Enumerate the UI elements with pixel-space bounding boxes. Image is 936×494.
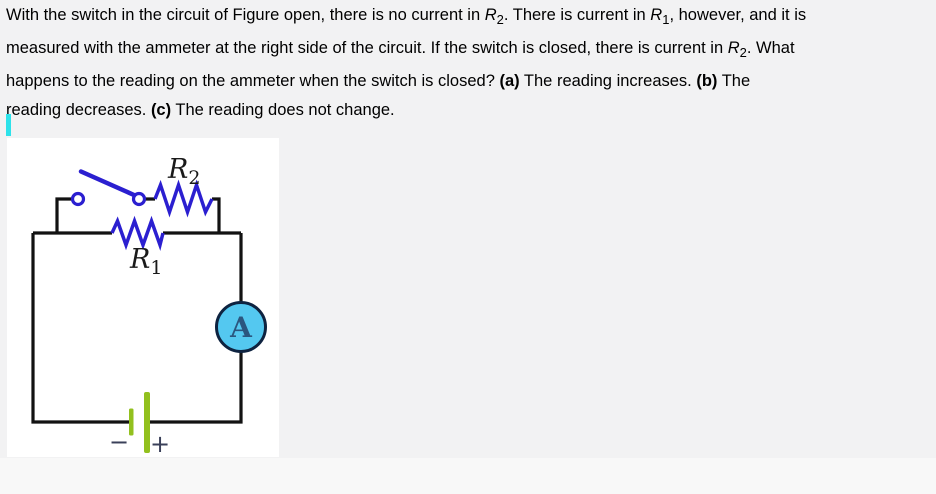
- text-cursor: [6, 114, 11, 136]
- answer-option-label: (a): [499, 72, 520, 90]
- math-variable: R1: [650, 6, 670, 27]
- answer-option-label: (b): [696, 72, 718, 90]
- problem-text-segment: measured with the ammeter at the right s…: [6, 39, 728, 57]
- problem-text-segment: The reading increases.: [519, 72, 697, 90]
- branch-wires: [55, 197, 221, 233]
- problem-text-segment: happens to the reading on the ammeter wh…: [6, 72, 500, 90]
- ammeter-body: [215, 301, 267, 353]
- problem-text-segment: With the switch in the circuit of Figure…: [6, 6, 485, 24]
- math-variable: R2: [727, 39, 747, 60]
- switch-lever: [78, 169, 137, 198]
- problem-text-segment: The: [717, 72, 751, 90]
- circuit-figure: R2 R1 A − +: [7, 138, 279, 457]
- ammeter-label: A: [229, 311, 253, 344]
- problem-text-segment: . What: [746, 39, 795, 57]
- circuit-wires: [31, 231, 243, 424]
- resistor-r2: [153, 179, 214, 218]
- battery-plate-short: [129, 408, 134, 436]
- battery-plus-sign: +: [150, 430, 170, 457]
- problem-text: With the switch in the circuit of Figure…: [6, 1, 934, 125]
- problem-text-segment: The reading does not change.: [171, 101, 395, 119]
- problem-text-line: happens to the reading on the ammeter wh…: [6, 67, 934, 96]
- problem-text-segment: , however, and it is: [669, 6, 807, 24]
- resistor-r2-label: R2: [167, 154, 200, 189]
- resistor-r1: [110, 215, 165, 252]
- problem-text-line: reading decreases. (c) The reading does …: [6, 96, 934, 125]
- switch-terminal-left: [70, 191, 86, 207]
- problem-text-segment: reading decreases.: [6, 101, 151, 119]
- problem-text-segment: . There is current in: [503, 6, 651, 24]
- battery-minus-sign: −: [109, 428, 129, 456]
- circuit-diagram: R2 R1 A − +: [31, 154, 267, 457]
- answer-option-label: (c): [150, 101, 172, 119]
- lower-background-strip: [0, 458, 936, 494]
- switch-terminal-right: [131, 191, 147, 207]
- battery-plate-long: [144, 392, 150, 453]
- problem-text-line: measured with the ammeter at the right s…: [6, 34, 934, 67]
- resistor-r1-label: R1: [129, 244, 162, 279]
- problem-text-line: With the switch in the circuit of Figure…: [6, 1, 934, 34]
- math-variable: R2: [484, 6, 504, 27]
